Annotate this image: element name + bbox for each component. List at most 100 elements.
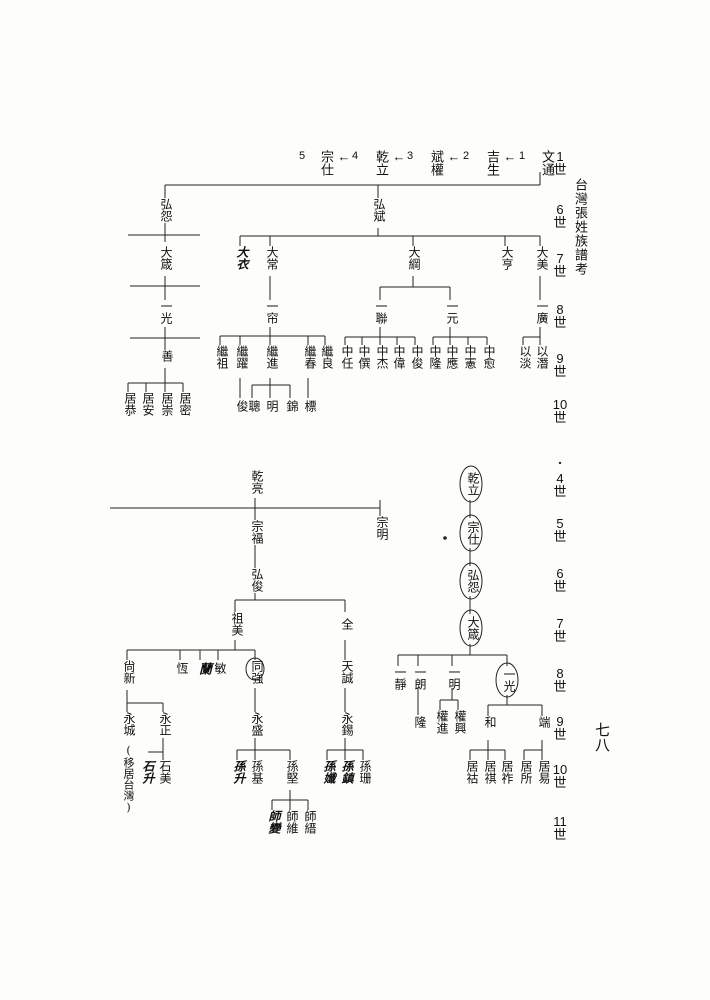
tree2-person: 孫升 xyxy=(232,760,246,784)
gen-label: 4世 xyxy=(553,471,567,499)
tree3-person: 弘怨 xyxy=(466,569,480,593)
tree1-person: 聰 xyxy=(247,400,261,412)
tree2-person: 乾亮 xyxy=(250,470,264,494)
tree2-person: 師維 xyxy=(285,810,299,834)
tree1-person: 居安 xyxy=(141,392,155,416)
tree1-person: 繼春 xyxy=(303,345,317,369)
tree1-person: 居密 xyxy=(178,392,192,416)
tree1-person: 中杰 xyxy=(375,345,389,369)
gen-label: 11世 xyxy=(553,814,567,842)
ancestor-binquan: 斌權 xyxy=(428,150,443,176)
tree1-person: 繼躍 xyxy=(235,345,249,369)
tree2-person: 孫孅 xyxy=(322,760,336,784)
tree2-person: 永錫 xyxy=(340,712,354,736)
tree1-person: 一光 xyxy=(159,300,173,324)
tree1-person: 大綱 xyxy=(407,246,421,270)
book-title: 台灣張姓族譜考 xyxy=(572,178,587,276)
tree1-person: 弘斌 xyxy=(372,198,386,222)
tree1-person: 錦 xyxy=(285,400,299,412)
tree2-person: 孫基 xyxy=(250,760,264,784)
tree3-person: 一光 xyxy=(502,668,516,692)
gen-label: 8世 xyxy=(553,302,567,330)
gen-label: 10世 xyxy=(552,397,568,425)
gen-label: 1世 xyxy=(553,149,567,177)
tree1-person: 弘怨 xyxy=(159,198,173,222)
tree3-person: 權興 xyxy=(453,710,467,734)
tree1-person: 中隆 xyxy=(428,345,442,369)
tree1-person: 大衣 xyxy=(235,246,249,270)
tree1-person: 一聯 xyxy=(374,300,388,324)
tree1-person: 繼良 xyxy=(320,345,334,369)
tree1-person: 中俊 xyxy=(410,345,424,369)
tree1-person: 一廣 xyxy=(535,300,549,324)
tree1-person: 中憲 xyxy=(463,345,477,369)
tree2-person: 天誠 xyxy=(340,660,354,684)
tree1-person: 大亨 xyxy=(500,246,514,270)
tree2-person: 祖美 xyxy=(230,612,244,636)
tree1-person: 大美 xyxy=(535,246,549,270)
tree2-person: 孫珊 xyxy=(358,760,372,784)
arrow-1: 1 xyxy=(518,150,526,162)
tree3-person: 隆 xyxy=(413,716,427,728)
arrow-2: 2 xyxy=(462,150,470,162)
tree2-person: 孫堅 xyxy=(285,760,299,784)
tree1-person: 繼祖 xyxy=(215,345,229,369)
gen-label: 5世 xyxy=(553,516,567,544)
tree2-person: 宗福 xyxy=(250,520,264,544)
tree1-person: 以淡 xyxy=(518,345,532,369)
tree2-person: 恆 xyxy=(175,662,189,674)
ancestor-qianli: 乾立 xyxy=(373,150,388,176)
tree3-person: 居所 xyxy=(519,760,533,784)
tree2-note-moved-to-taiwan: (移居台灣) xyxy=(122,744,135,814)
arrow-4: 4 xyxy=(351,150,359,162)
tree2-person: 永盛 xyxy=(250,712,264,736)
gen-label: 6世 xyxy=(553,202,567,230)
tree1-person: 居恭 xyxy=(123,392,137,416)
tree1-person: 繼進 xyxy=(265,345,279,369)
tree2-person: 敏 xyxy=(213,662,227,674)
tree1-person: 中僎 xyxy=(357,345,371,369)
tree1-person: 一元 xyxy=(445,300,459,324)
tree3-person: 端 xyxy=(537,716,551,728)
arrow-5: 5 xyxy=(298,150,306,162)
tree2-person: 孫鎮 xyxy=(340,760,354,784)
tree1-person: 一帘 xyxy=(265,300,279,324)
tree2-person: 石升 xyxy=(141,760,155,784)
page-number: 七八 xyxy=(593,722,611,752)
tree3-person: 和 xyxy=(483,716,497,728)
ancestor-zongshi: 宗仕 xyxy=(318,150,333,176)
tree3-person: 居祚 xyxy=(500,760,514,784)
tree2-person: 永正 xyxy=(158,712,172,736)
tree1-person: 中愈 xyxy=(482,345,496,369)
tree1-person: 俊 xyxy=(235,400,249,412)
tree3-person: 居祜 xyxy=(465,760,479,784)
gen-label: 9世 xyxy=(553,714,567,742)
ancestor-wentong: 文通 xyxy=(539,150,554,176)
tree2-person: 尙新 xyxy=(122,660,136,684)
ancestor-jisheng: 吉生 xyxy=(484,150,499,176)
tree3-person: 大箴 xyxy=(466,616,480,640)
tree1-person: 明 xyxy=(265,400,279,412)
tree2-person: 蘭 xyxy=(196,662,211,675)
tree1-person: 以潛 xyxy=(535,345,549,369)
tree3-person: 居祺 xyxy=(483,760,497,784)
tree1-person: 大常 xyxy=(265,246,279,270)
tree3-person: 一明 xyxy=(447,666,461,690)
tree1-person: 中應 xyxy=(445,345,459,369)
tree2-person: 全 xyxy=(340,618,354,630)
tree2-person: 石美 xyxy=(158,760,172,784)
tree3-person: 權進 xyxy=(435,710,449,734)
tree3-person: 居易 xyxy=(537,760,551,784)
tree3-person: 宗仕 xyxy=(466,521,480,545)
gen-label: 6世 xyxy=(553,566,567,594)
gen-label: 7世 xyxy=(553,616,567,644)
tree1-person: 居崇 xyxy=(160,392,174,416)
tree1-person: 中偉 xyxy=(392,345,406,369)
tree2-person: 弘俊 xyxy=(250,568,264,592)
tree2-person: 同強 xyxy=(250,660,264,684)
gen-label: 9世 xyxy=(553,351,567,379)
gen-label: 8世 xyxy=(553,666,567,694)
tree3-person: 一朗 xyxy=(413,666,427,690)
